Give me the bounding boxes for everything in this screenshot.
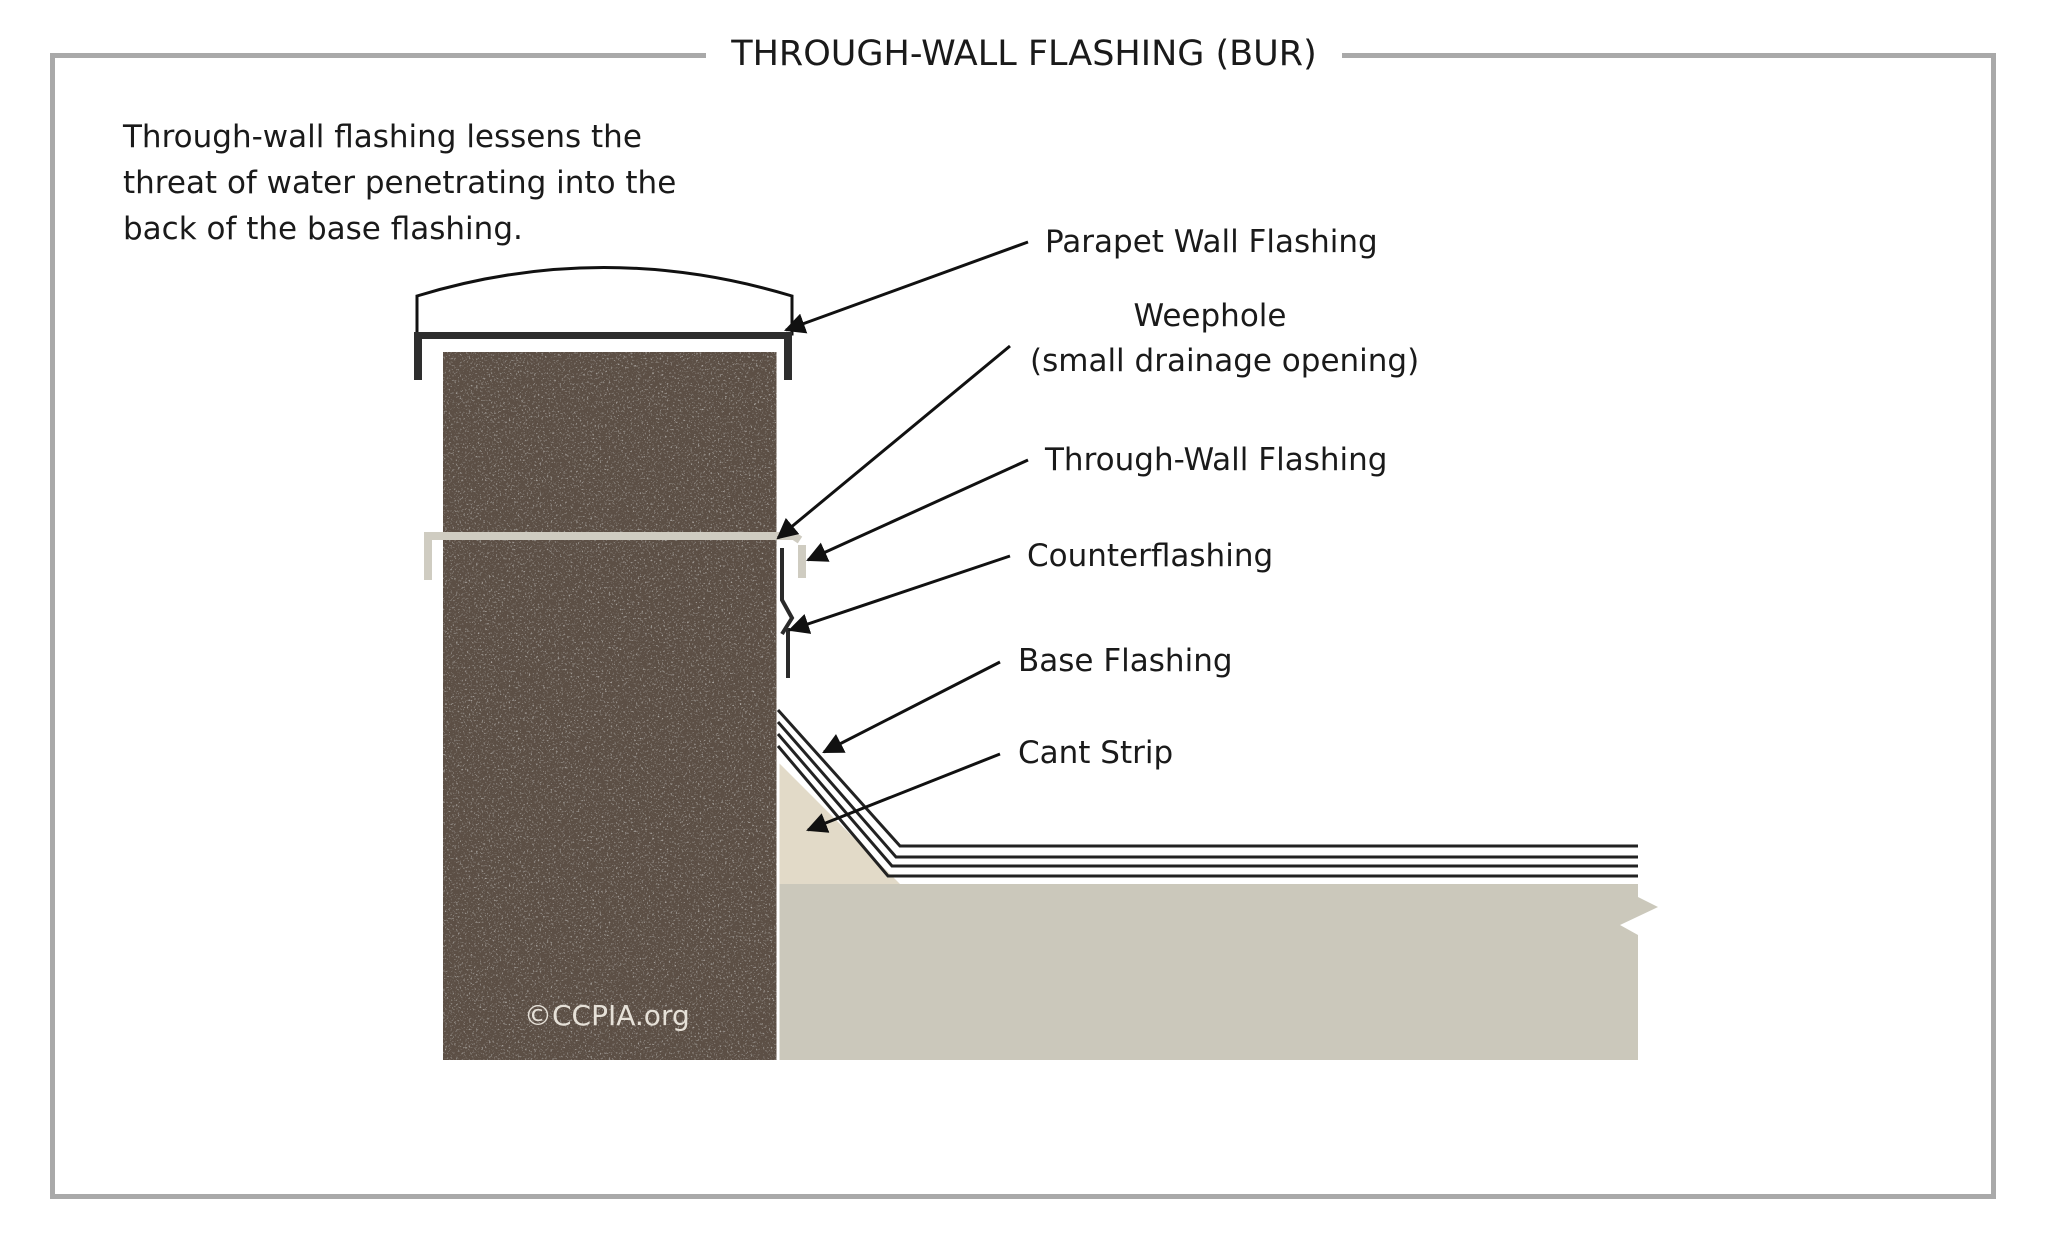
label-base-flashing: Base Flashing: [1018, 643, 1233, 679]
weephole-arrow: [776, 344, 1011, 540]
parapet-wall: [443, 352, 778, 1060]
roof-deck: [778, 884, 1658, 1060]
through-wall-arrow: [806, 458, 1029, 562]
label-cant-strip: Cant Strip: [1018, 735, 1174, 771]
leader-lines: [776, 240, 1029, 833]
watermark: ©CCPIA.org: [524, 999, 690, 1032]
parapet-flashing-arrow: [784, 240, 1029, 334]
intro-line: back of the base flashing.: [123, 211, 523, 247]
counterflashing-arrow: [788, 554, 1011, 634]
label-parapet-wall-flashing: Parapet Wall Flashing: [1045, 224, 1378, 260]
counterflashing: [780, 548, 795, 678]
base-flashing-plies: [776, 708, 1638, 878]
label-counterflashing: Counterflashing: [1027, 538, 1274, 574]
label-weephole: Weephole: [1133, 298, 1287, 334]
cant-strip-arrow: [806, 752, 1001, 833]
base-flashing-arrow: [822, 660, 1001, 754]
intro-line: Through-wall flashing lessens the: [123, 119, 642, 155]
intro-text: Through-wall flashing lessens the threat…: [123, 114, 763, 252]
intro-line: threat of water penetrating into the: [123, 165, 677, 201]
cant-strip: [778, 762, 900, 884]
label-through-wall-flashing: Through-Wall Flashing: [1045, 442, 1388, 478]
parapet-wall-flashing: [414, 266, 794, 380]
diagram-title: THROUGH-WALL FLASHING (BUR): [706, 28, 1342, 80]
label-weephole-description: (small drainage opening): [1030, 343, 1420, 379]
